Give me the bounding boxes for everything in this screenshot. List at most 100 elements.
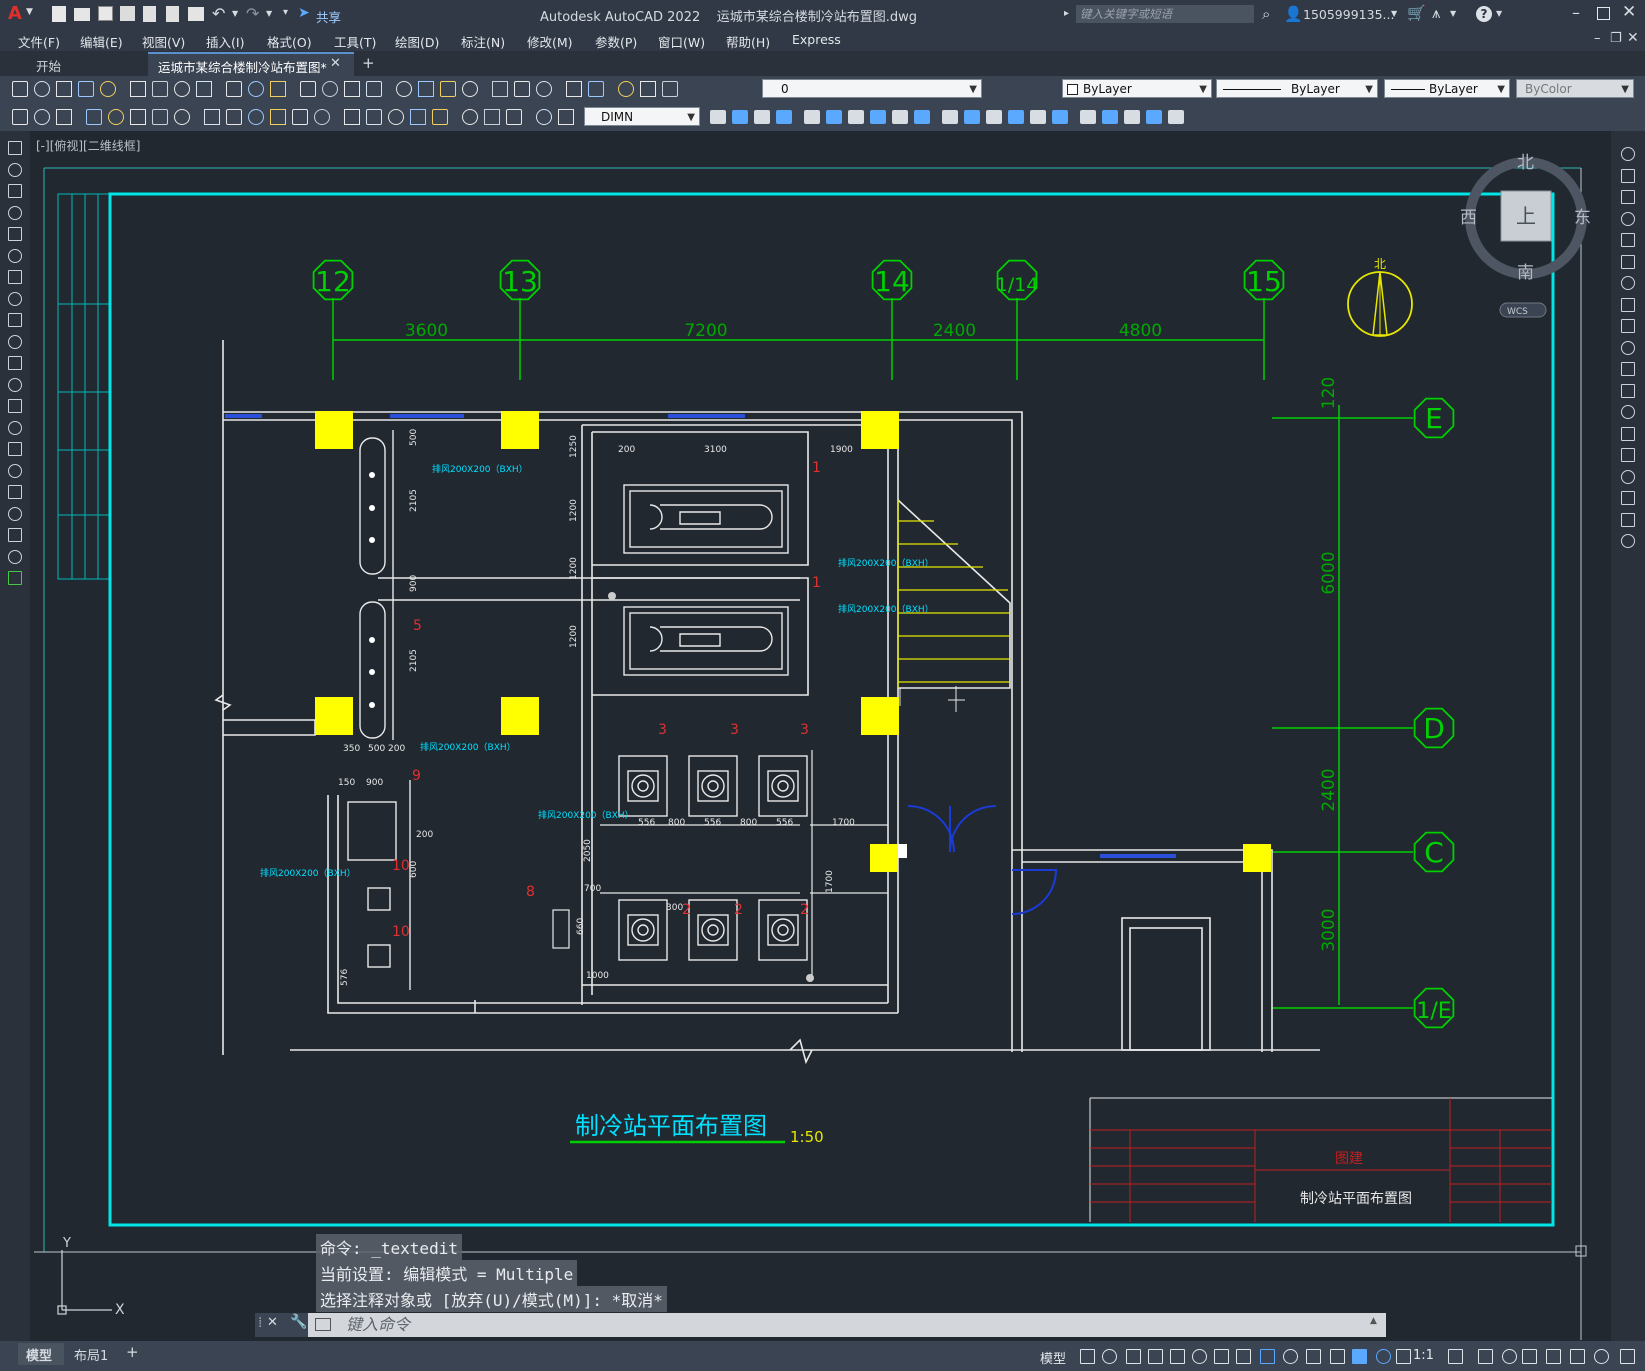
modify-tool-17-icon[interactable]: [1102, 110, 1118, 124]
menu-file[interactable]: 文件(F): [18, 35, 60, 50]
dimstyle-dropdown[interactable]: DIMN ▼: [584, 107, 700, 126]
status-toggle-0-icon[interactable]: [1080, 1349, 1095, 1364]
standard-tool-20-icon[interactable]: [492, 81, 508, 97]
save-as-icon[interactable]: [120, 6, 135, 21]
status-toggle-18-icon[interactable]: [1522, 1349, 1537, 1364]
standard-tool-24-icon[interactable]: [588, 81, 604, 97]
status-toggle-22-icon[interactable]: [1620, 1349, 1635, 1364]
user-dropdown-icon[interactable]: ▼: [1391, 9, 1398, 18]
tab-model[interactable]: 模型: [18, 1343, 64, 1365]
dim-tool-21-icon[interactable]: [506, 109, 522, 125]
standard-tool-0-icon[interactable]: [12, 81, 28, 97]
status-toggle-13-icon[interactable]: [1376, 1349, 1391, 1364]
dim-tool-2-icon[interactable]: [56, 109, 72, 125]
draw-tool-4-icon[interactable]: [8, 227, 22, 241]
modify-side-tool-5-icon[interactable]: [1621, 254, 1635, 269]
new-tab-icon[interactable]: +: [362, 54, 375, 72]
standard-tool-19-icon[interactable]: [462, 81, 478, 97]
standard-tool-14-icon[interactable]: [344, 81, 360, 97]
cart-icon[interactable]: 🛒: [1407, 4, 1426, 22]
menu-edit[interactable]: 编辑(E): [80, 35, 123, 50]
modify-side-tool-12-icon[interactable]: [1621, 405, 1635, 419]
minimize-icon[interactable]: –: [1572, 3, 1580, 22]
standard-tool-6-icon[interactable]: [152, 81, 168, 97]
app-dropdown-icon[interactable]: ▼: [1450, 9, 1457, 18]
modify-side-tool-1-icon[interactable]: [1621, 168, 1635, 183]
dim-tool-8-icon[interactable]: [204, 109, 220, 125]
status-toggle-19-icon[interactable]: [1546, 1349, 1561, 1364]
draw-tool-15-icon[interactable]: [8, 463, 22, 478]
dim-tool-20-icon[interactable]: [484, 109, 500, 125]
dim-tool-11-icon[interactable]: [270, 109, 286, 125]
draw-tool-6-icon[interactable]: [8, 270, 22, 284]
import-icon[interactable]: [143, 6, 156, 22]
modify-side-tool-10-icon[interactable]: [1621, 362, 1635, 376]
standard-tool-27-icon[interactable]: [662, 81, 678, 97]
draw-tool-0-icon[interactable]: [8, 141, 22, 155]
draw-tool-13-icon[interactable]: [8, 420, 22, 435]
add-layout-icon[interactable]: +: [126, 1343, 139, 1361]
share-button[interactable]: 共享: [316, 10, 342, 25]
viewport-controls-label[interactable]: [-][俯视][二维线框]: [36, 139, 141, 153]
redo-dropdown-icon[interactable]: ▼: [266, 9, 273, 18]
modify-tool-12-icon[interactable]: [986, 110, 1002, 124]
draw-tool-5-icon[interactable]: [8, 248, 22, 263]
dim-tool-18-icon[interactable]: [432, 109, 448, 125]
dim-tool-22-icon[interactable]: [536, 109, 552, 125]
modify-tool-18-icon[interactable]: [1124, 110, 1140, 124]
draw-tool-19-icon[interactable]: [8, 549, 22, 564]
standard-tool-2-icon[interactable]: [56, 81, 72, 97]
modify-side-tool-18-icon[interactable]: [1621, 534, 1635, 548]
status-toggle-14-icon[interactable]: [1396, 1349, 1411, 1364]
model-space-button[interactable]: 模型: [1040, 1352, 1067, 1367]
draw-tool-1-icon[interactable]: [8, 162, 22, 177]
draw-tool-14-icon[interactable]: [8, 442, 22, 456]
menu-dimension[interactable]: 标注(N): [461, 35, 506, 50]
standard-tool-9-icon[interactable]: [226, 81, 242, 97]
modify-tool-1-icon[interactable]: [732, 110, 748, 124]
status-toggle-6-icon[interactable]: [1214, 1349, 1229, 1364]
menu-help[interactable]: 帮助(H): [726, 35, 771, 50]
command-input[interactable]: 键入命令: [308, 1313, 1386, 1337]
draw-tool-12-icon[interactable]: [8, 399, 22, 413]
modify-tool-5-icon[interactable]: [826, 110, 842, 124]
status-toggle-11-icon[interactable]: [1330, 1349, 1345, 1364]
command-grip-icon[interactable]: ⁞: [258, 1315, 263, 1331]
status-toggle-17-icon[interactable]: [1502, 1349, 1517, 1364]
dim-tool-12-icon[interactable]: [292, 109, 308, 125]
standard-tool-15-icon[interactable]: [366, 81, 382, 97]
dim-tool-13-icon[interactable]: [314, 109, 330, 125]
dim-tool-15-icon[interactable]: [366, 109, 382, 125]
dim-tool-0-icon[interactable]: [12, 109, 28, 125]
new-file-icon[interactable]: [52, 6, 66, 22]
modify-tool-6-icon[interactable]: [848, 110, 864, 124]
autodesk-app-icon[interactable]: ⩚: [1432, 4, 1441, 22]
status-toggle-5-icon[interactable]: [1192, 1349, 1207, 1364]
modify-side-tool-4-icon[interactable]: [1621, 233, 1635, 247]
dim-tool-3-icon[interactable]: [86, 109, 102, 125]
standard-tool-17-icon[interactable]: [418, 81, 434, 97]
dim-tool-19-icon[interactable]: [462, 109, 478, 125]
draw-tool-18-icon[interactable]: [8, 528, 22, 542]
draw-tool-20-icon[interactable]: [8, 571, 22, 585]
modify-tool-0-icon[interactable]: [710, 110, 726, 124]
lineweight-dropdown[interactable]: ByLayer ▼: [1384, 79, 1510, 98]
status-toggle-2-icon[interactable]: [1126, 1349, 1141, 1364]
plotstyle-dropdown[interactable]: ByColor ▼: [1516, 79, 1634, 98]
modify-side-tool-7-icon[interactable]: [1621, 297, 1635, 312]
menu-parametric[interactable]: 参数(P): [595, 35, 638, 50]
draw-tool-16-icon[interactable]: [8, 485, 22, 499]
status-toggle-15-icon[interactable]: [1448, 1349, 1463, 1364]
user-icon[interactable]: 👤: [1284, 5, 1303, 23]
modify-side-tool-11-icon[interactable]: [1621, 383, 1635, 398]
undo-icon[interactable]: ↶: [212, 4, 226, 23]
tab-layout1[interactable]: 布局1: [74, 1349, 109, 1364]
draw-tool-11-icon[interactable]: [8, 377, 22, 392]
modify-tool-16-icon[interactable]: [1080, 110, 1096, 124]
modify-tool-19-icon[interactable]: [1146, 110, 1162, 124]
modify-side-tool-13-icon[interactable]: [1621, 426, 1635, 441]
doc-restore-icon[interactable]: ❐: [1610, 31, 1622, 46]
help-dropdown-icon[interactable]: ▼: [1496, 9, 1503, 18]
standard-tool-13-icon[interactable]: [322, 81, 338, 97]
command-customize-icon[interactable]: 🔧: [290, 1314, 308, 1330]
